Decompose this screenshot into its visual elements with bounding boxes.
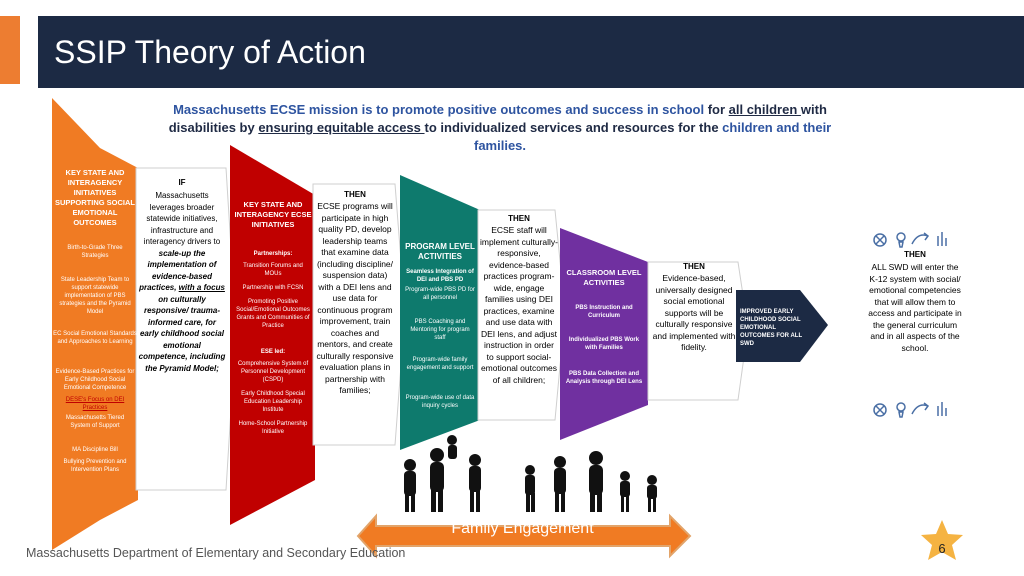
col1-item-6: Massachusetts Tiered System of Support — [65, 415, 125, 429]
col2-text-3: with a focus — [178, 283, 225, 292]
page-number: 6 — [938, 541, 946, 556]
col8-then: THEN — [683, 262, 705, 271]
col5-item-1: Seamless Integration of DEI and PBS PD — [406, 269, 474, 283]
mission-statement: Massachusetts ECSE mission is to promote… — [160, 101, 840, 155]
col7-item-2: Individualized PBS Work with Families — [568, 337, 640, 351]
page-star-shape — [921, 520, 963, 560]
col1-item-1: Birth-to-Grade Three Strategies — [67, 245, 123, 259]
col1-item-8: Bullying Prevention and Intervention Pla… — [63, 459, 127, 473]
col6-text: ECSE staff will implement culturally-res… — [480, 225, 558, 385]
family-engagement-arrow — [356, 513, 692, 559]
col5-title: PROGRAM LEVEL ACTIVITIES — [405, 242, 475, 261]
mission-text-7: to individualized services and resources… — [424, 120, 723, 135]
title-bar: SSIP Theory of Action — [38, 16, 1024, 88]
col4-text: ECSE programs will participate in high q… — [316, 201, 394, 395]
family-engagement-label: Family Engagement — [451, 520, 594, 537]
col4-then: THEN — [344, 190, 366, 199]
mission-text-8: children and their — [722, 120, 832, 135]
col3-p-item-3: Promoting Positive Social/Emotional Outc… — [236, 299, 310, 329]
col3-partnerships: Partnerships: — [253, 251, 293, 257]
col5-item-3: PBS Coaching and Mentoring for program s… — [410, 319, 470, 341]
col3-p-item-2: Partnership with FCSN — [242, 285, 304, 291]
col5-item-4: Program-wide family engagement and suppo… — [406, 357, 474, 371]
mission-text-5: disabilities by — [168, 120, 259, 135]
col2-text-2: scale-up the implementation of evidence-… — [139, 248, 217, 293]
col7-item-1: PBS Instruction and Curriculum — [575, 305, 633, 319]
col2-body: Massachusetts leverages broader statewid… — [138, 190, 226, 374]
col2-text-5: including the Pyramid Model; — [145, 352, 226, 373]
col1-item-7: MA Discipline Bill — [72, 447, 118, 453]
col1-item-5: DESE's Focus on DEI Practices — [65, 397, 125, 411]
col1-item-3: EC Social Emotional Standards and Approa… — [53, 331, 137, 345]
col10-text: ALL SWD will enter the K-12 system with … — [868, 262, 962, 353]
col3-e-item-1: Comprehensive System of Personnel Develo… — [237, 361, 309, 383]
top-icon-row — [873, 232, 947, 248]
red-pillar — [230, 145, 315, 525]
col5-item-5: Program-wide use of data inquiry cycles — [405, 395, 475, 409]
col7-title: CLASSROOM LEVEL ACTIVITIES — [566, 268, 642, 287]
col1-title: KEY STATE AND INTERAGENCY INITIATIVES SU… — [54, 168, 135, 227]
col3-p-item-1: Transition Forums and MOUs — [243, 263, 303, 277]
mission-text-3: all children — [728, 102, 801, 117]
col5-item-2: Program-wide PBS PD for all personnel — [405, 287, 475, 301]
col3-title: KEY STATE AND INTERAGENCY ECSE INITIATIV… — [234, 200, 312, 229]
bottom-icon-row — [873, 402, 947, 418]
arrow-shape-4 — [647, 261, 749, 401]
mission-text-2: for — [704, 102, 729, 117]
slide-title: SSIP Theory of Action — [54, 34, 366, 70]
col3-e-item-2: Early Childhood Special Education Leader… — [241, 391, 305, 413]
col1-item-4: Evidence-Based Practices for Early Child… — [55, 369, 135, 391]
col3-e-item-3: Home-School Partnership Initiative — [238, 421, 308, 435]
mission-text-9: families. — [473, 138, 527, 153]
col2-text-4: on culturally responsive/ trauma-informe… — [138, 294, 225, 362]
col7-item-3: PBS Data Collection and Analysis through… — [565, 371, 643, 385]
mission-text-4: with — [800, 102, 827, 117]
family-silhouettes — [404, 435, 657, 512]
col1-item-2: State Leadership Team to support statewi… — [59, 277, 131, 315]
navy-pentagon — [736, 290, 828, 362]
title-accent-bar — [0, 16, 20, 84]
col2-if: IF — [178, 178, 186, 187]
footer: Massachusetts Department of Elementary a… — [26, 546, 406, 560]
col8-text: Evidence-based, universally designed soc… — [652, 273, 736, 352]
mission-text-1: Massachusetts ECSE mission is to promote… — [173, 102, 705, 117]
mission-text-6: ensuring equitable access — [258, 120, 425, 135]
col10-then: THEN — [904, 250, 926, 259]
teal-pillar — [400, 175, 480, 450]
orange-pillar — [52, 98, 138, 550]
col9-text: IMPROVED EARLY CHILDHOOD SOCIAL EMOTIONA… — [740, 309, 802, 347]
purple-pillar — [560, 228, 648, 440]
col6-then: THEN — [508, 214, 530, 223]
col2-text-1: Massachusetts leverages broader statewid… — [143, 191, 221, 246]
col3-ese: ESE led: — [260, 349, 286, 355]
